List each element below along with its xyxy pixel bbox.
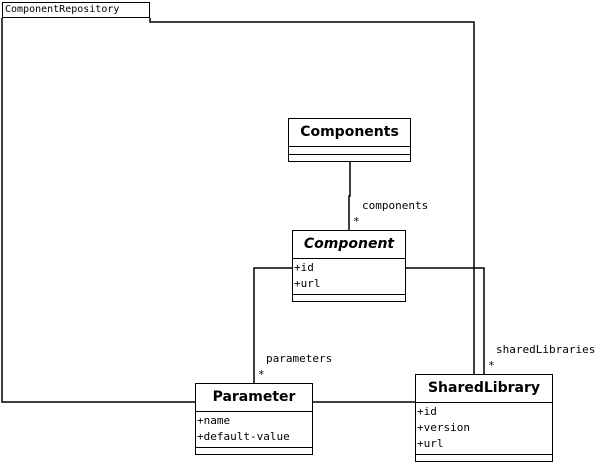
attribute: +id xyxy=(294,261,314,274)
attribute: +url xyxy=(417,437,444,450)
role-parameters: parameters xyxy=(266,352,333,365)
class-components[interactable]: Components xyxy=(288,118,411,162)
package-frame xyxy=(149,18,475,374)
attribute: +name xyxy=(197,414,231,427)
class-name: SharedLibrary xyxy=(416,375,552,403)
multiplicity-components: * xyxy=(353,215,360,228)
attribute: +url xyxy=(294,277,321,290)
role-components: components xyxy=(362,199,429,212)
edge-component-parameter xyxy=(253,267,292,383)
class-name: Component xyxy=(293,231,405,259)
class-sharedlibrary[interactable]: SharedLibrary +id +version +url xyxy=(415,374,553,462)
edge-components-component xyxy=(348,162,351,230)
package-frame-left xyxy=(1,18,195,403)
class-name: Parameter xyxy=(196,384,312,412)
attribute: +default-value xyxy=(197,430,290,443)
package-tab[interactable]: ComponentRepository xyxy=(2,2,150,18)
class-parameter[interactable]: Parameter +name +default-value xyxy=(195,383,313,455)
multiplicity-sharedlibraries: * xyxy=(488,359,495,372)
class-name: Components xyxy=(289,119,410,147)
role-sharedlibraries: sharedLibraries xyxy=(496,344,596,356)
class-component[interactable]: Component +id +url xyxy=(292,230,406,302)
attribute: +id xyxy=(417,405,437,418)
class-attributes: +name +default-value xyxy=(196,412,312,448)
package-name: ComponentRepository xyxy=(5,4,120,15)
class-attributes: +id +url xyxy=(293,259,405,295)
edge-component-sharedlibrary xyxy=(406,267,485,374)
multiplicity-parameters: * xyxy=(258,368,265,381)
attribute: +version xyxy=(417,421,470,434)
class-attributes: +id +version +url xyxy=(416,403,552,455)
class-attributes xyxy=(289,147,410,155)
